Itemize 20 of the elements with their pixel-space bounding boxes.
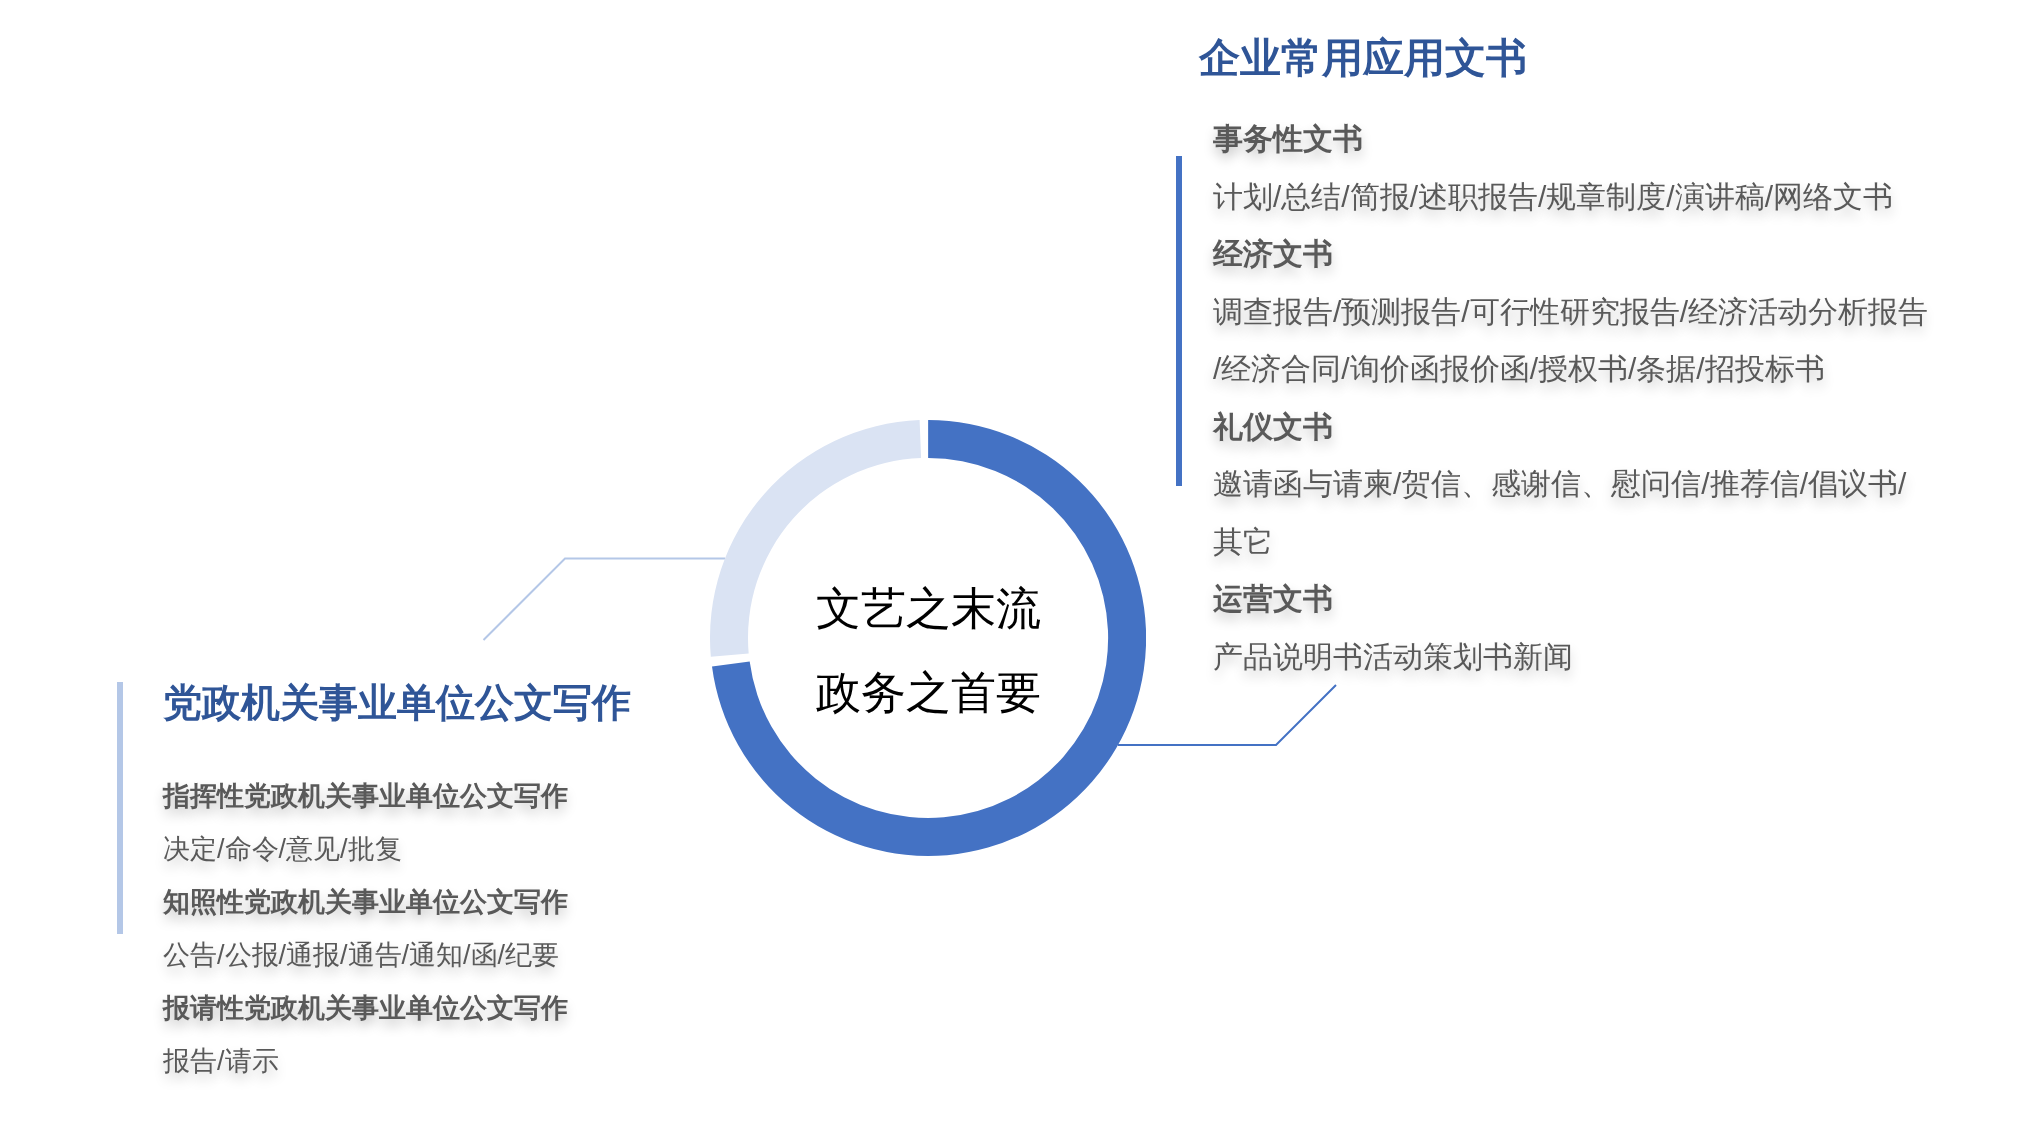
section-heading: 企业常用应用文书 <box>1199 34 1527 83</box>
item-list-text: 邀请函与请柬/贺信、感谢信、慰问信/推荐信/倡议书/其它 <box>1213 466 1908 560</box>
leader-line <box>1116 684 1337 746</box>
item-list-text: 报告/请示 <box>163 1044 279 1078</box>
category-heading: 经济文书 <box>1213 236 1333 272</box>
center-text: 政务之首要 <box>815 666 1041 720</box>
category-heading: 指挥性党政机关事业单位公文写作 <box>163 779 568 813</box>
section-heading: 党政机关事业单位公文写作 <box>163 680 631 726</box>
center-text: 文艺之末流 <box>815 582 1041 636</box>
category-heading: 礼仪文书 <box>1213 408 1333 445</box>
leader-line <box>482 557 726 641</box>
item-list-text: 产品说明书活动策划书新闻 <box>1213 638 1573 675</box>
category-heading: 事务性文书 <box>1213 121 1363 157</box>
category-heading: 知照性党政机关事业单位公文写作 <box>163 885 568 919</box>
item-list-text: 公告/公报/通报/通告/通知/函/纪要 <box>163 938 559 972</box>
item-list-text: 调查报告/预测报告/可行性研究报告/经济活动分析报告/经济合同/询价函报价函/授权书/条据/招投标书 <box>1213 293 1929 387</box>
category-heading: 报请性党政机关事业单位公文写作 <box>163 991 568 1025</box>
category-heading: 运营文书 <box>1213 581 1333 617</box>
item-list-text: 计划/总结/简报/述职报告/规章制度/演讲稿/网络文书 <box>1213 178 1893 215</box>
item-list-text: 决定/命令/意见/批复 <box>163 832 402 866</box>
